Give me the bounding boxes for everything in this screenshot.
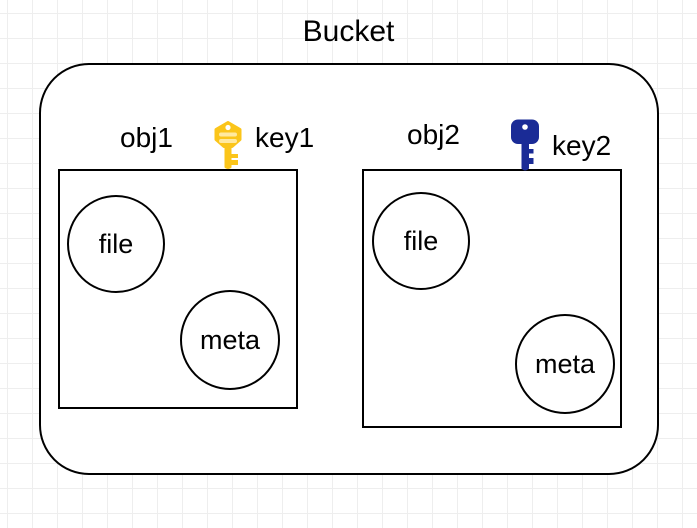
obj2-meta-circle: meta (515, 314, 615, 414)
obj1-file-label: file (98, 228, 134, 259)
obj2-meta-label: meta (534, 348, 596, 379)
obj1-label: obj1 (120, 122, 173, 153)
bucket-title: Bucket (302, 15, 395, 48)
key1-label: key1 (255, 122, 315, 153)
obj1-meta-circle: meta (180, 290, 280, 390)
obj2-label: obj2 (407, 119, 460, 150)
obj1-meta-label: meta (199, 324, 261, 355)
key1-icon (214, 121, 242, 170)
key2-icon (511, 119, 539, 171)
key2-label: key2 (552, 130, 612, 161)
obj1-file-circle: file (67, 195, 165, 293)
obj2-file-circle: file (372, 192, 470, 290)
obj2-file-label: file (403, 225, 439, 256)
